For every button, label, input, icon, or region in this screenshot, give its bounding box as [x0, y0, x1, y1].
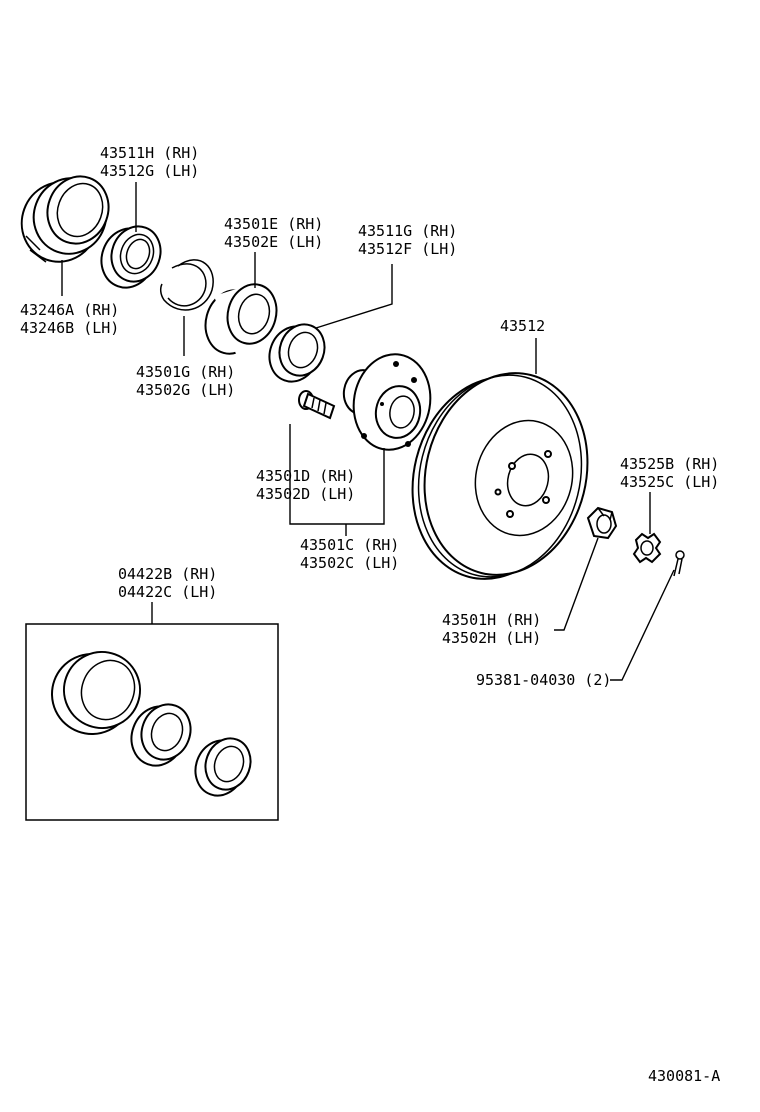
label-dust-boot: 43246A (RH) 43246B (LH) [20, 301, 128, 337]
dust-boot-part [20, 175, 110, 263]
outer-oil-seal-part [100, 225, 162, 289]
brake-disc-part [411, 372, 589, 580]
outer-bearing-part [204, 283, 278, 355]
label-hub-nut: 43501H (RH) 43502H (LH) [442, 611, 550, 647]
label-hub-bolt: 43501D (RH) 43502D (LH) [256, 467, 364, 503]
inner-oil-seal-part [268, 323, 326, 383]
label-axle-hub: 43501C (RH) 43502C (LH) [300, 536, 408, 572]
kit-bearing-part [130, 703, 192, 767]
cotter-pin-part [673, 550, 685, 577]
label-brake-disc: 43512 [500, 317, 545, 335]
label-outer-bearing: 43501E (RH) 43502E (LH) [224, 215, 332, 251]
label-inner-oil-seal: 43511G (RH) 43512F (LH) [358, 222, 466, 258]
label-snap-ring: 43501G (RH) 43502G (LH) [136, 363, 244, 399]
label-bearing-kit: 04422B (RH) 04422C (LH) [118, 565, 226, 601]
leader-lines [61, 182, 675, 681]
hub-bolt-part [298, 390, 336, 420]
label-cotter-pin: 95381-04030 (2) [476, 671, 611, 689]
label-lock-nut-cap: 43525B (RH) 43525C (LH) [620, 455, 728, 491]
axle-hub-part [342, 353, 432, 451]
label-outer-oil-seal: 43511H (RH) 43512G (LH) [100, 144, 208, 180]
snap-ring-part [159, 259, 214, 311]
lock-nut-cap-part [632, 532, 662, 564]
hub-nut-part [586, 506, 618, 540]
diagram-id: 430081-A [648, 1067, 720, 1085]
kit-oil-seal-part [194, 737, 252, 797]
kit-dust-boot-part [51, 651, 141, 735]
